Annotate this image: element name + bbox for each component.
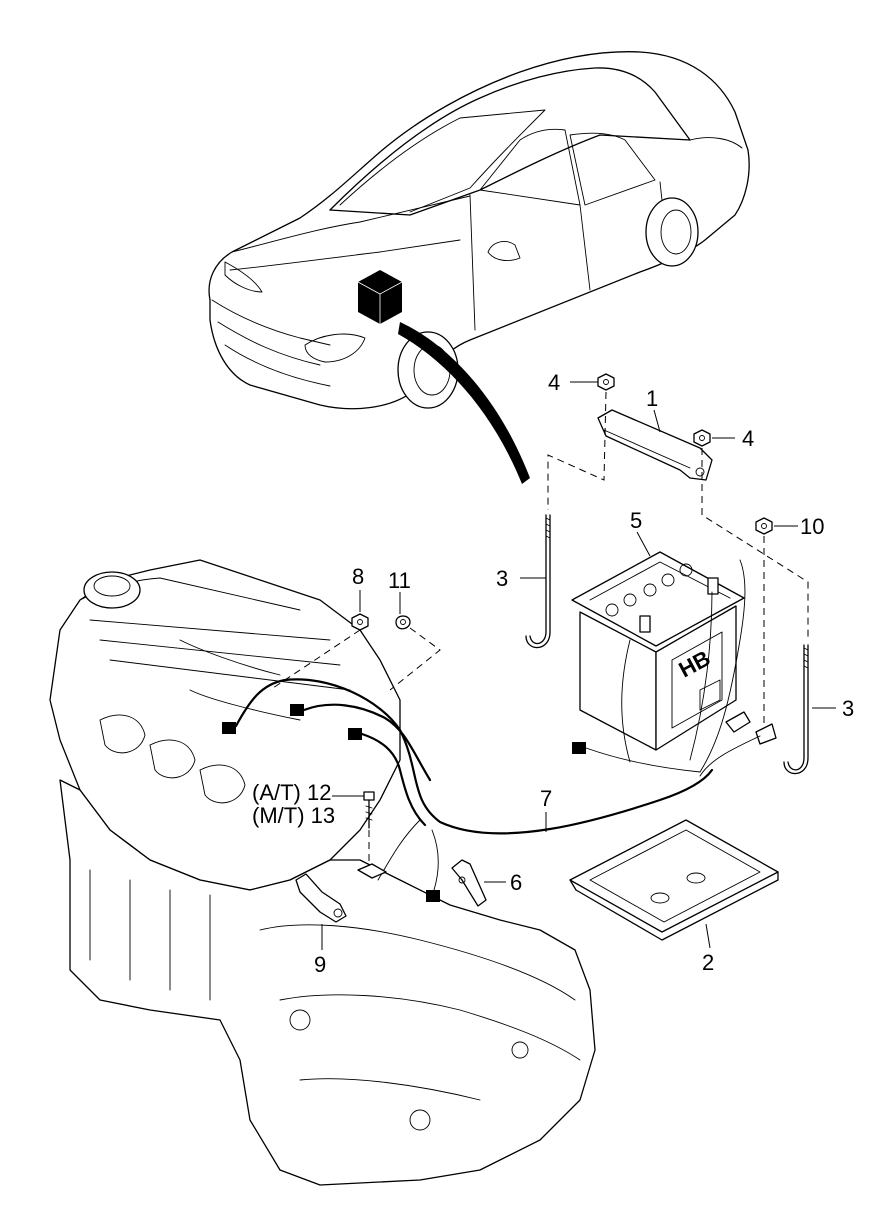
car-illustration xyxy=(208,51,750,410)
bolt-12-13 xyxy=(357,791,387,879)
bracket-9 xyxy=(295,873,347,923)
callout-10: 10 xyxy=(800,514,824,539)
callout-8: 8 xyxy=(352,564,364,589)
j-bolt-right xyxy=(783,644,809,775)
callout-13: (M/T) 13 xyxy=(252,803,335,828)
harness-connectors xyxy=(222,704,586,902)
callout-1: 1 xyxy=(646,386,658,411)
callout-7: 7 xyxy=(540,786,552,811)
callout-9: 9 xyxy=(314,952,326,977)
callout-12: (A/T) 12 xyxy=(252,780,331,805)
callout-5: 5 xyxy=(630,508,642,533)
clip-11 xyxy=(395,615,411,630)
location-pointer xyxy=(398,322,530,484)
nut-4-left xyxy=(597,373,615,391)
callout-3-left: 3 xyxy=(496,566,508,591)
callout-6: 6 xyxy=(510,870,522,895)
callout-3-right: 3 xyxy=(842,696,854,721)
bracket-6 xyxy=(451,859,487,907)
callout-11: 11 xyxy=(388,568,411,593)
callout-4-right: 4 xyxy=(742,426,754,451)
leader-lines xyxy=(321,381,836,950)
callout-4-left: 4 xyxy=(548,370,560,395)
nut-4-right xyxy=(693,429,711,447)
battery xyxy=(571,551,777,751)
nut-10 xyxy=(755,517,773,535)
hold-down-clamp xyxy=(597,409,713,481)
callout-2: 2 xyxy=(702,950,714,975)
j-bolt-left xyxy=(525,514,551,649)
callouts: 1 2 3 3 4 4 5 6 7 8 9 10 11 (A/T) 12 (M/… xyxy=(252,370,854,977)
battery-tray xyxy=(569,819,779,941)
nut-8 xyxy=(351,613,369,631)
